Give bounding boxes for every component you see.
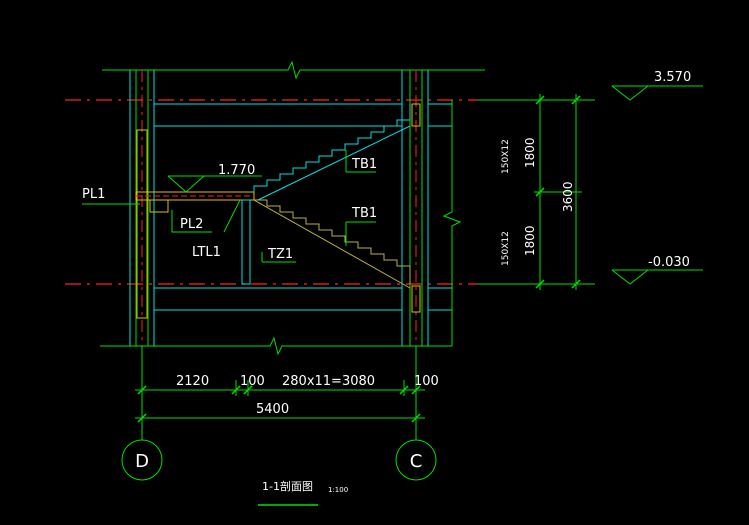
- axis-bubble-d: [121, 439, 163, 481]
- dim-right-total: 3600: [561, 181, 575, 212]
- elevation-top: 3.570: [654, 70, 691, 85]
- axis-bubble-c: [395, 439, 437, 481]
- floor-level-lines: [65, 99, 478, 285]
- label-pl1: PL1: [82, 187, 105, 202]
- drawing-title: 1-1剖面图: [262, 479, 313, 493]
- label-pl2: PL2: [180, 217, 203, 232]
- landing: [135, 191, 255, 285]
- dim-right-lower: 1800: [523, 225, 537, 256]
- axis-lines: [135, 346, 425, 440]
- leaders: [82, 150, 376, 263]
- elevation-landing: 1.770: [218, 163, 255, 178]
- dim-total: 5400: [256, 402, 289, 417]
- elevation-bottom: -0.030: [648, 255, 690, 270]
- elevation-symbols: [167, 85, 703, 285]
- right-dim-ticks: [535, 95, 581, 289]
- dim-ticks: [137, 385, 421, 423]
- upper-flight: [253, 104, 411, 201]
- floor-slabs: [154, 103, 452, 311]
- drawing-scale: 1:100: [328, 486, 348, 494]
- dim-100-left: 100: [240, 374, 265, 389]
- axis-label-c: C: [410, 451, 423, 472]
- dim-100-right: 100: [414, 374, 439, 389]
- label-tz1: TZ1: [267, 247, 293, 262]
- right-wall: [401, 70, 429, 346]
- axis-label-d: D: [135, 451, 149, 472]
- dim-2120: 2120: [176, 374, 209, 389]
- dim-steps-lower: 150X12: [501, 231, 511, 266]
- dim-right-upper: 1800: [523, 137, 537, 168]
- label-ltl1: LTL1: [192, 245, 221, 260]
- dim-steps: 280x11=3080: [282, 374, 375, 389]
- lower-flight: [253, 199, 411, 289]
- label-tb1-upper: TB1: [351, 157, 377, 172]
- label-tb1-lower: TB1: [351, 206, 377, 221]
- dim-steps-upper: 150X12: [501, 139, 511, 174]
- left-wall: [129, 70, 155, 346]
